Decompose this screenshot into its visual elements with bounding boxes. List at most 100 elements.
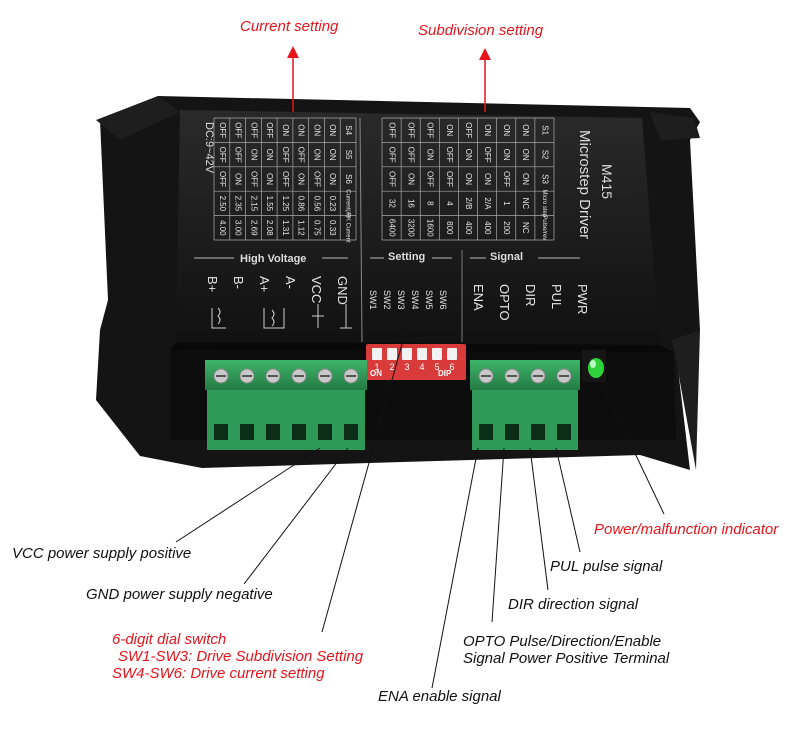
dial-callout-line3: SW4-SW6: Drive current setting [112,665,325,682]
table-cell: 32 [387,199,396,208]
dip-key-4[interactable] [417,348,427,360]
power-block-body [207,390,365,450]
table-cell: OFF [249,122,258,138]
table-cell: OFF [387,122,396,138]
leader-opto [491,447,505,623]
dir-callout: DIR direction signal [508,596,639,613]
wire-socket[interactable] [292,424,306,440]
wire-socket[interactable] [557,424,571,440]
table-cell: 200 [502,221,511,235]
table-cell: OFF [387,147,396,163]
wire-socket[interactable] [479,424,493,440]
dip-number: 1 [374,362,379,372]
table-cell: ON [483,124,492,136]
wire-socket[interactable] [531,424,545,440]
table-cell: ON [281,124,290,136]
switch-label-sw2: SW2 [382,290,392,310]
leader-dir [529,447,549,591]
table-cell: ON [234,173,243,185]
subdivision-setting-callout: Subdivision setting [418,22,544,39]
table-cell: 3200 [407,219,416,237]
table-cell: ON [328,149,337,161]
wire-socket[interactable] [318,424,332,440]
wire-socket[interactable] [240,424,254,440]
table-header-cell: PK Current [345,213,351,243]
dip-key-3[interactable] [402,348,412,360]
table-cell: ON [249,149,258,161]
table-cell: 400 [483,221,492,235]
dip-number: 4 [419,362,424,372]
table-cell: 2.50 [218,196,227,212]
wire-socket[interactable] [505,424,519,440]
signal-label-pwr: PWR [575,284,590,314]
table-header-cell: S1 [540,125,549,135]
power-label-b: B- [231,276,246,289]
table-cell: 0.33 [328,220,337,236]
table-cell: 6400 [387,219,396,237]
table-cell: ON [502,124,511,136]
power-label-a: A+ [257,276,272,292]
table-cell: 8 [426,201,435,206]
table-cell: 3.00 [234,220,243,236]
table-header-cell: S6 [344,174,353,184]
wire-socket[interactable] [214,424,228,440]
power-terminal-block [205,360,367,450]
device-name: Microstep Driver [576,130,593,239]
dip-number: 3 [404,362,409,372]
table-cell: 800 [445,221,454,235]
table-header-cell: S2 [540,150,549,160]
table-cell: OFF [218,147,227,163]
table-header-cell: Micro step [541,190,547,218]
table-cell: ON [464,173,473,185]
table-cell: OFF [426,122,435,138]
opto-callout-line1: OPTO Pulse/Direction/Enable [463,633,662,650]
dial-callout-line2: SW1-SW3: Drive Subdivision Setting [118,648,364,665]
vcc-callout: VCC power supply positive [12,545,192,562]
table-cell: ON [426,149,435,161]
dip-on-label: ON [370,369,382,378]
voltage-label: DC:9~42V [203,122,215,174]
table-cell: OFF [483,147,492,163]
dip-key-5[interactable] [432,348,442,360]
wire-socket[interactable] [266,424,280,440]
mounting-tab-bottom-right [672,330,700,470]
dip-key-1[interactable] [372,348,382,360]
signal-terminal-block [470,360,580,450]
table-header-cell: S4 [344,125,353,135]
power-label-b: B+ [205,276,220,292]
leader-pul [555,447,581,553]
table-cell: OFF [249,171,258,187]
table-cell: OFF [387,171,396,187]
leader-gnd [243,447,349,585]
table-cell: OFF [407,147,416,163]
table-cell: 0.75 [312,220,321,236]
table-cell: ON [265,173,274,185]
ground-symbol [340,304,352,329]
table-cell: 4 [445,201,454,206]
ena-callout: ENA enable signal [378,688,501,705]
signal-label-dir: DIR [523,284,538,306]
wire-socket[interactable] [344,424,358,440]
table-cell: ON [297,124,306,136]
switch-label-sw3: SW3 [396,290,406,310]
plus-symbol [312,304,324,328]
opto-callout-line2: Signal Power Positive Terminal [463,650,670,667]
pul-callout: PUL pulse signal [550,558,663,575]
dip-label: DIP [438,369,452,378]
table-cell: OFF [234,122,243,138]
dip-key-2[interactable] [387,348,397,360]
table-cell: OFF [502,171,511,187]
table-cell: ON [521,124,530,136]
device-label: Microstep Driver M415 [576,130,615,239]
table-cell: NC [521,198,530,210]
opto-callout: OPTO Pulse/Direction/Enable Signal Power… [463,633,669,667]
current-setting-callout: Current setting [240,18,339,35]
dip-key-6[interactable] [447,348,457,360]
power-label-vcc: VCC [309,276,324,303]
table-header-cell: Pulse/rev [541,215,547,240]
